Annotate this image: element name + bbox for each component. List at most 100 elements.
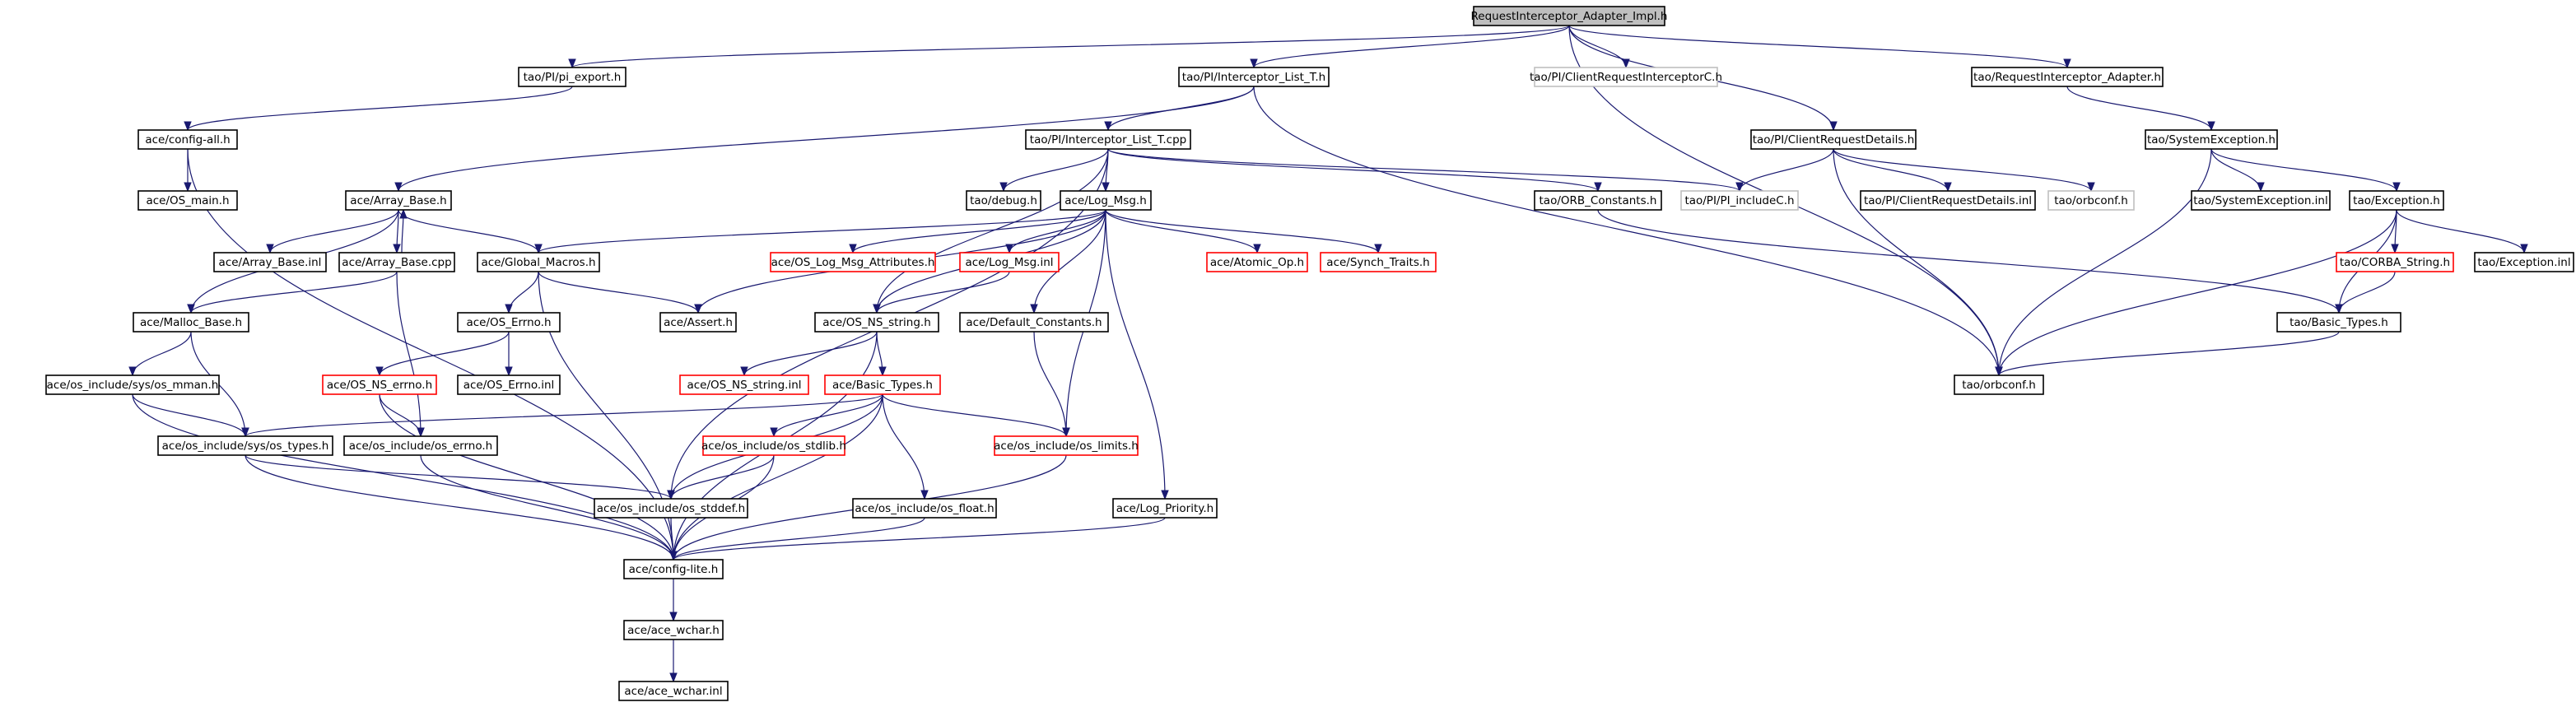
edge-sys-os-mman-to-config-lite [132,393,678,561]
node-ace-wchar-h[interactable]: ace/ace_wchar.h [623,620,724,640]
node-global-macros[interactable]: ace/Global_Macros.h [477,252,600,272]
node-default-constants[interactable]: ace/Default_Constants.h [959,312,1109,333]
edge-line [2396,209,2525,253]
node-label: tao/orbconf.h [1962,379,2036,392]
edge-ace-basic-types-to-sys-os-types [241,393,883,438]
node-exception-h[interactable]: tao/Exception.h [2349,190,2444,211]
node-tao-basic-types[interactable]: tao/Basic_Types.h [2276,312,2401,333]
edge-log-msg-h-to-default-constants [1030,209,1106,314]
node-client-rd-inl[interactable]: tao/PI/ClientRequestDetails.inl [1860,190,2036,211]
node-os-stdlib[interactable]: ace/os_include/os_stdlib.h [701,435,846,456]
edge-interceptor-list-cpp-to-debug-h [999,148,1109,193]
node-box [1473,6,1665,26]
node-exception-inl[interactable]: tao/Exception.inl [2474,252,2574,272]
node-os-log-msg-attr[interactable]: ace/OS_Log_Msg_Attributes.h [770,252,936,272]
node-os-main[interactable]: ace/OS_main.h [137,190,238,211]
node-ace-wchar-inl[interactable]: ace/ace_wchar.inl [618,681,729,701]
arrowhead-icon [1102,182,1110,193]
node-synch-traits[interactable]: ace/Synch_Traits.h [1320,252,1437,272]
arrowhead-icon [417,427,425,438]
node-log-msg-h[interactable]: ace/Log_Msg.h [1060,190,1152,211]
node-box [1060,190,1152,211]
edge-root-to-interceptor-list-h [1250,25,1570,69]
node-box [959,252,1060,272]
node-os-ns-string-inl[interactable]: ace/OS_NS_string.inl [679,374,809,395]
node-label: ace/OS_NS_string.inl [687,379,801,392]
node-config-lite[interactable]: ace/config-lite.h [623,559,724,579]
edge-log-msg-h-to-os-log-msg-attr [849,209,1106,254]
node-label: ace/OS_main.h [146,194,229,207]
edge-line [132,331,192,376]
edge-line [1107,148,1740,192]
node-os-include-errno[interactable]: ace/os_include/os_errno.h [343,435,498,456]
node-config-all[interactable]: ace/config-all.h [137,129,238,150]
node-orbconf[interactable]: tao/orbconf.h [1954,374,2044,395]
arrowhead-icon [505,366,513,377]
node-os-ns-string-h[interactable]: ace/OS_NS_string.h [814,312,939,333]
node-os-stddef[interactable]: ace/os_include/os_stddef.h [594,498,748,519]
node-pi-includec[interactable]: tao/PI/PI_includeC.h [1680,190,1799,211]
node-label: tao/PI/ClientRequestDetails.inl [1864,194,2032,207]
node-root[interactable]: RequestInterceptor_Adapter_Impl.h [1471,6,1668,26]
node-interceptor-list-h[interactable]: tao/PI/Interceptor_List_T.h [1178,67,1330,87]
edge-log-msg-h-to-log-priority [1105,209,1169,500]
node-pi-export[interactable]: tao/PI/pi_export.h [518,67,627,87]
arrowhead-icon [266,244,274,254]
node-array-base-inl[interactable]: ace/Array_Base.inl [213,252,327,272]
edge-line [245,393,883,437]
node-sys-os-types[interactable]: ace/os_include/sys/os_types.h [157,435,333,456]
node-os-float[interactable]: ace/os_include/os_float.h [852,498,997,519]
node-ace-basic-types[interactable]: ace/Basic_Types.h [824,374,941,395]
node-box [457,374,561,395]
edge-corba-string-to-tao-basic-types [2335,271,2396,314]
edge-os-errno-h-to-os-errno-inl [505,332,513,377]
node-os-ns-errno[interactable]: ace/OS_NS_errno.h [322,374,437,395]
node-atomic-op[interactable]: ace/Atomic_Op.h [1206,252,1308,272]
edge-line [1253,25,1570,68]
node-system-exception-inl[interactable]: tao/SystemException.inl [2191,190,2331,211]
node-sys-os-mman[interactable]: ace/os_include/sys/os_mman.h [45,374,220,395]
node-box [966,190,1041,211]
node-system-exception-h[interactable]: tao/SystemException.h [2145,129,2278,150]
node-client-ri-c[interactable]: tao/PI/ClientRequestInterceptorC.h [1530,67,1722,87]
node-box [2276,312,2401,333]
node-log-msg-inl[interactable]: ace/Log_Msg.inl [959,252,1060,272]
arrowhead-icon [873,304,881,314]
edge-line [1107,148,1599,192]
edge-root-to-client-ri-c [1568,25,1630,69]
node-interceptor-list-cpp[interactable]: tao/PI/Interceptor_List_T.cpp [1025,129,1191,150]
node-orbconf-gray[interactable]: tao/orbconf.h [2047,190,2135,211]
edge-line [420,454,674,560]
node-label: ace/Malloc_Base.h [140,316,242,329]
node-log-priority[interactable]: ace/Log_Priority.h [1112,498,1218,519]
node-label: ace/os_include/os_stdlib.h [701,440,846,453]
node-label: ace/Log_Msg.h [1064,194,1147,207]
node-assert-h[interactable]: ace/Assert.h [659,312,737,333]
node-box [345,190,452,211]
node-array-base-cpp[interactable]: ace/Array_Base.cpp [338,252,455,272]
edge-line [673,517,925,560]
node-box [322,374,437,395]
node-box [2145,129,2278,150]
arrowhead-icon [1829,121,1838,132]
edge-line [673,517,1166,560]
node-malloc-base[interactable]: ace/Malloc_Base.h [133,312,249,333]
edge-ace-wchar-h-to-ace-wchar-inl [669,640,678,683]
edge-line [1568,25,2068,68]
node-array-base-h[interactable]: ace/Array_Base.h [345,190,452,211]
node-label: ace/OS_Errno.inl [463,379,555,392]
edge-os-float-to-config-lite [669,517,925,561]
node-ri-adapter[interactable]: tao/RequestInterceptor_Adapter.h [1971,67,2164,87]
node-os-errno-inl[interactable]: ace/OS_Errno.inl [457,374,561,395]
node-os-limits[interactable]: ace/os_include/os_limits.h [994,435,1139,456]
node-box [477,252,600,272]
node-os-errno-h[interactable]: ace/OS_Errno.h [457,312,561,333]
node-label: ace/Array_Base.cpp [342,256,451,269]
node-corba-string[interactable]: tao/CORBA_String.h [2336,252,2454,272]
node-label: ace/os_include/os_limits.h [994,440,1139,453]
node-orb-constants[interactable]: tao/ORB_Constants.h [1534,190,1662,211]
node-debug-h[interactable]: tao/debug.h [966,190,1041,211]
node-client-rd-h[interactable]: tao/PI/ClientRequestDetails.h [1750,129,1917,150]
node-box [457,312,561,333]
edge-line [882,393,1067,437]
